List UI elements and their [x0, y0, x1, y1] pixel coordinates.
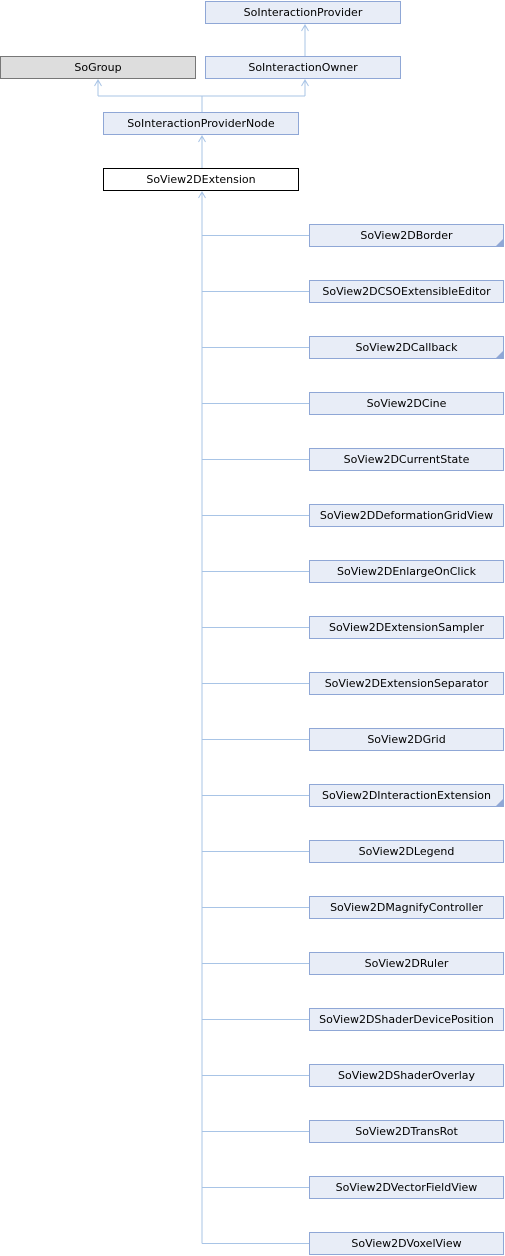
node-so-view2-d-shader-overlay[interactable]: SoView2DShaderOverlay: [309, 1064, 504, 1087]
node-so-view2-d-trans-rot[interactable]: SoView2DTransRot: [309, 1120, 504, 1143]
node-so-view2-d-magnify-controller[interactable]: SoView2DMagnifyController: [309, 896, 504, 919]
node-so-view2-d-callback[interactable]: SoView2DCallback: [309, 336, 504, 359]
node-so-view2-d-current-state[interactable]: SoView2DCurrentState: [309, 448, 504, 471]
node-so-view2-dcso-extensible-editor[interactable]: SoView2DCSOExtensibleEditor: [309, 280, 504, 303]
node-so-view2-d-border[interactable]: SoView2DBorder: [309, 224, 504, 247]
node-so-view2-d-interaction-extension[interactable]: SoView2DInteractionExtension: [309, 784, 504, 807]
has-subclasses-marker-icon: [496, 799, 503, 806]
node-so-view2-d-extension-sampler[interactable]: SoView2DExtensionSampler: [309, 616, 504, 639]
node-so-view2-d-deformation-grid-view[interactable]: SoView2DDeformationGridView: [309, 504, 504, 527]
has-subclasses-marker-icon: [496, 239, 503, 246]
node-so-view2-d-shader-device-position[interactable]: SoView2DShaderDevicePosition: [309, 1008, 504, 1031]
node-so-view2-d-ruler[interactable]: SoView2DRuler: [309, 952, 504, 975]
node-so-group[interactable]: SoGroup: [0, 56, 196, 79]
arrow-to-so-interaction-provider: [301, 24, 309, 32]
node-so-interaction-provider[interactable]: SoInteractionProvider: [205, 1, 401, 24]
has-subclasses-marker-icon: [496, 351, 503, 358]
arrow-to-so-interaction-owner: [301, 79, 309, 87]
node-so-view2-d-legend[interactable]: SoView2DLegend: [309, 840, 504, 863]
node-so-view2-d-cine[interactable]: SoView2DCine: [309, 392, 504, 415]
arrow-to-so-interaction-provider-node: [198, 135, 206, 143]
node-so-view2-d-vector-field-view[interactable]: SoView2DVectorFieldView: [309, 1176, 504, 1199]
node-so-view2-d-extension-separator[interactable]: SoView2DExtensionSeparator: [309, 672, 504, 695]
node-so-view2-d-enlarge-on-click[interactable]: SoView2DEnlargeOnClick: [309, 560, 504, 583]
node-so-view2-d-grid[interactable]: SoView2DGrid: [309, 728, 504, 751]
arrow-to-so-group: [94, 79, 102, 87]
node-so-interaction-provider-node[interactable]: SoInteractionProviderNode: [103, 112, 299, 135]
node-so-view2-d-voxel-view[interactable]: SoView2DVoxelView: [309, 1232, 504, 1255]
arrow-to-so-view2d-extension: [198, 191, 206, 199]
node-so-interaction-owner[interactable]: SoInteractionOwner: [205, 56, 401, 79]
node-so-view2d-extension: SoView2DExtension: [103, 168, 299, 191]
